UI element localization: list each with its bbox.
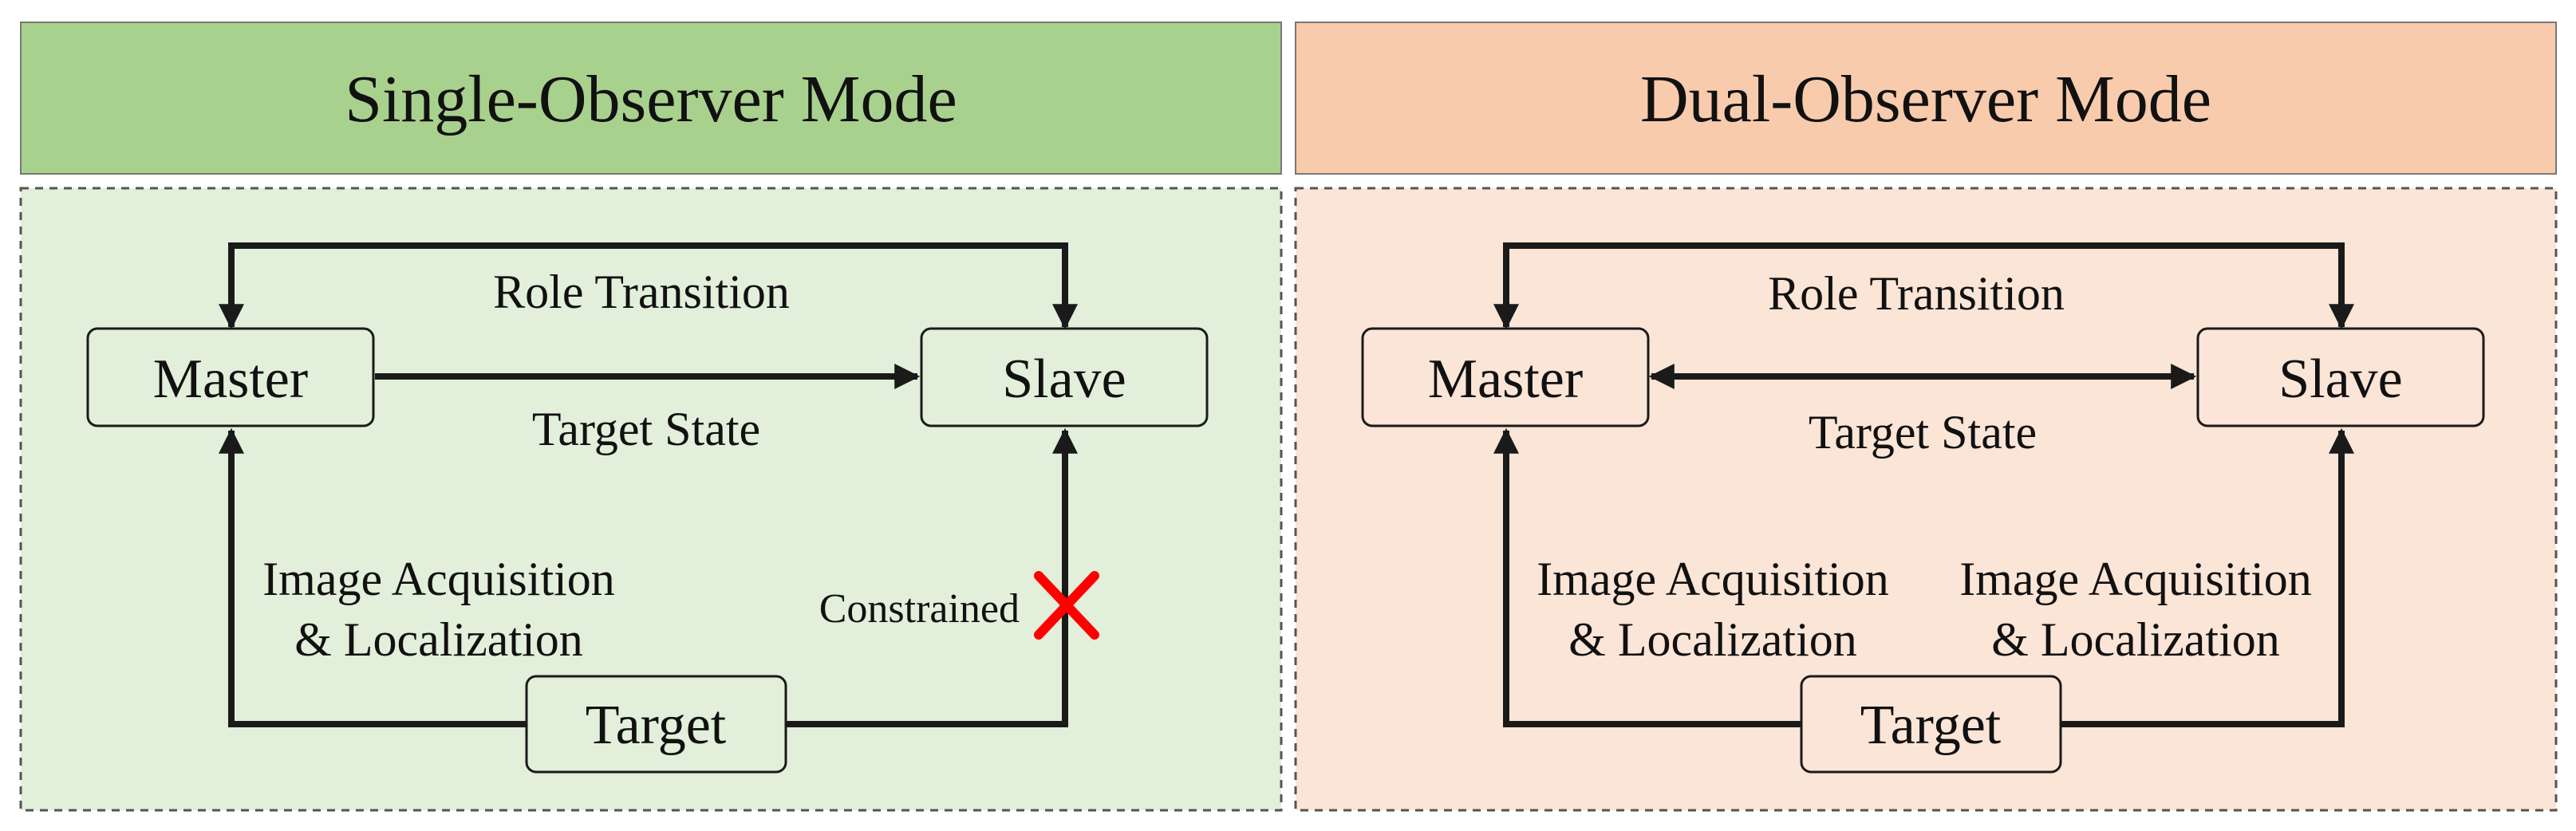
red-x-icon (1034, 571, 1099, 640)
dual-observer-panel: Dual-Observer Mode Role Transition Targe… (1294, 22, 2558, 812)
single-master-node: Master (86, 327, 375, 427)
single-target-node: Target (525, 675, 787, 774)
single-constrained-arrow (786, 427, 1078, 727)
single-target-label: Target (586, 695, 727, 756)
dual-target-state-label: Target State (1809, 406, 2037, 459)
dual-title: Dual-Observer Mode (1640, 62, 2211, 136)
single-master-label: Master (153, 349, 308, 410)
dual-acquisition-right-label-1: Image Acquisition (1959, 553, 2312, 605)
single-observer-panel: Single-Observer Mode Role Transition Tar… (19, 22, 1283, 812)
dual-master-label: Master (1428, 349, 1583, 410)
dual-acquisition-arrow-right (2061, 427, 2354, 727)
single-slave-label: Slave (1002, 349, 1126, 410)
dual-role-transition-label: Role Transition (1768, 267, 2065, 320)
single-acquisition-label-1: Image Acquisition (262, 553, 615, 605)
single-constrained-label: Constrained (819, 586, 1020, 632)
single-title: Single-Observer Mode (345, 62, 957, 136)
dual-acquisition-arrow-left (1493, 427, 1801, 727)
dual-acquisition-right-label-2: & Localization (1991, 613, 2280, 666)
single-header (20, 22, 1282, 175)
single-target-state-label: Target State (532, 403, 760, 455)
dual-acquisition-left-label-1: Image Acquisition (1537, 553, 1889, 605)
dual-acquisition-left-label-2: & Localization (1568, 613, 1857, 666)
single-acquisition-arrow (219, 427, 527, 727)
single-acquisition-label-2: & Localization (294, 613, 583, 666)
single-role-transition-label: Role Transition (493, 266, 790, 318)
single-slave-node: Slave (920, 327, 1209, 427)
dual-slave-node: Slave (2196, 327, 2485, 427)
dual-header (1295, 22, 2557, 175)
dual-master-node: Master (1361, 327, 1650, 427)
dual-target-label: Target (1860, 695, 2002, 756)
single-role-transition-arrow (219, 242, 1078, 330)
dual-slave-label: Slave (2278, 349, 2403, 410)
dual-target-node: Target (1800, 675, 2062, 774)
dual-role-transition-arrow (1493, 242, 2354, 330)
